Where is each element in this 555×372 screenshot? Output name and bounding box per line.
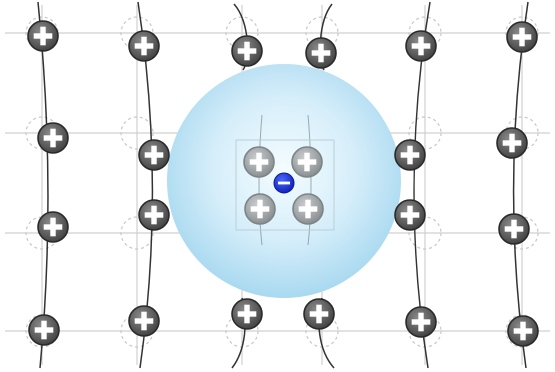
plus-bar-vertical	[151, 145, 157, 165]
electron	[273, 172, 295, 194]
positive-ion	[231, 298, 263, 330]
positive-ions	[27, 20, 539, 347]
positive-ion	[231, 35, 263, 67]
plus-bar-vertical	[141, 36, 147, 56]
inner-positive-ion	[243, 146, 275, 178]
positive-ion	[128, 30, 160, 62]
lattice-curve	[512, 1, 529, 369]
positive-ion	[498, 213, 530, 245]
ghost-site	[120, 116, 154, 150]
plus-bar-vertical	[520, 321, 526, 341]
inner-grid-box	[235, 139, 335, 231]
positive-ion	[496, 127, 528, 159]
inner-lattice-curve	[307, 114, 312, 246]
plus-bar-vertical	[50, 128, 56, 148]
inner-positive-ion	[244, 193, 276, 225]
plus-bar-vertical	[257, 199, 263, 219]
positive-ion	[405, 30, 437, 62]
positive-ion	[27, 20, 59, 52]
lattice-curve	[37, 1, 49, 369]
plus-bar-vertical	[41, 320, 47, 340]
plus-bar-vertical	[509, 133, 515, 153]
plus-bar-vertical	[304, 152, 310, 172]
plus-bar-vertical	[244, 304, 250, 324]
plus-bar-vertical	[256, 152, 262, 172]
plus-bar-vertical	[511, 219, 517, 239]
plus-bar-vertical	[316, 304, 322, 324]
positive-ion	[138, 139, 170, 171]
plus-bar-vertical	[151, 205, 157, 225]
inner-lattice-curve	[258, 114, 263, 246]
positive-ion	[506, 21, 538, 53]
positive-ion	[37, 211, 69, 243]
positive-ion	[28, 314, 60, 346]
positive-ion	[394, 139, 426, 171]
inner-positive-ion	[291, 146, 323, 178]
plus-bar-vertical	[519, 27, 525, 47]
plus-bar-vertical	[407, 145, 413, 165]
ghost-site	[408, 116, 442, 150]
plus-bar-vertical	[244, 41, 250, 61]
plus-bar-vertical	[141, 311, 147, 331]
plus-bar-vertical	[318, 43, 324, 63]
plus-bar-vertical	[418, 36, 424, 56]
positive-ion	[138, 199, 170, 231]
plus-bar-vertical	[418, 312, 424, 332]
positive-ion	[507, 315, 539, 347]
inner-lattice-lines	[235, 114, 335, 246]
inner-positive-ions	[243, 146, 324, 225]
electron-symbol	[278, 181, 290, 185]
plus-bar-vertical	[40, 26, 46, 46]
inner-positive-ion	[292, 193, 324, 225]
plus-bar-vertical	[50, 217, 56, 237]
plus-bar-vertical	[305, 199, 311, 219]
positive-ion	[37, 122, 69, 154]
positive-ion	[305, 37, 337, 69]
positive-ion	[303, 298, 335, 330]
positive-ion	[405, 306, 437, 338]
plus-bar-vertical	[407, 205, 413, 225]
positive-ion	[394, 199, 426, 231]
ghost-site	[120, 216, 154, 250]
positive-ion	[128, 305, 160, 337]
